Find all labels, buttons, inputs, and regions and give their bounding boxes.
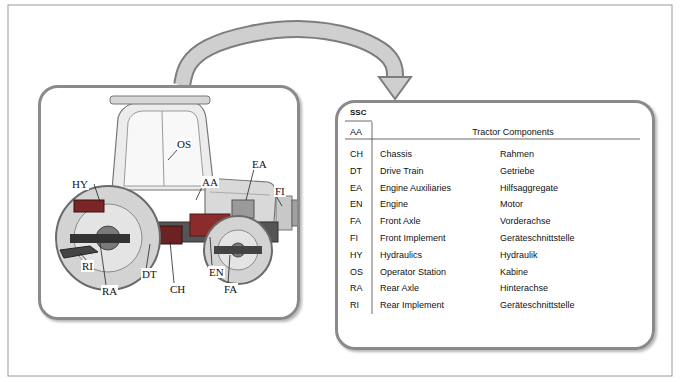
callout-label: OS [176,138,192,150]
table-cell: Chassis [380,150,412,160]
table-cell: Hinterachse [500,284,548,294]
table-header: Tractor Components [338,128,652,138]
callout-label: FI [274,185,286,197]
callout-label: FA [223,283,238,295]
callout-label: EA [251,158,268,170]
outer-frame [8,5,672,376]
table-cell: FA [350,217,361,227]
callout-label: CH [169,283,186,295]
table-cell: RI [350,301,359,311]
table-header: SSC [350,109,366,118]
arrow-outline [182,29,395,85]
table-cell: FI [350,234,358,244]
table-cell: Vorderachse [500,217,551,227]
table-cell: Front Implement [380,234,446,244]
table-header: AA [350,128,362,138]
table-cell: Engine [380,200,408,210]
table-cell: Getriebe [500,167,535,177]
callout-label: RI [81,260,94,272]
leader-lines [80,149,282,285]
table-cell: DT [350,167,362,177]
table-cell: Rahmen [500,150,534,160]
callout-label: RA [101,285,118,297]
table-rules [345,121,640,314]
table-cell: Motor [500,200,523,210]
legend-table-panel: SSC AATractor ComponentsCH Chassis RahmenDT… [335,100,655,350]
callout-label: DT [141,268,158,280]
table-cell: Engine Auxiliaries [380,184,451,194]
table-cell: Kabine [500,268,528,278]
tractor-drawing [56,96,298,290]
callout-label: HY [71,178,89,190]
curved-arrow [182,29,411,99]
table-cell: Geräteschnittstelle [500,234,575,244]
callout-label: AA [201,176,219,188]
table-cell: Rear Implement [380,301,444,311]
table-cell: Operator Station [380,268,446,278]
callout-label: EN [208,266,225,278]
illustration-panel: OS AA EA HY FI RI RA DT CH EN FA [38,85,300,320]
table-cell: HY [350,251,363,261]
table-cell: Hilfsaggregate [500,184,558,194]
table-cell: EA [350,184,362,194]
table-cell: RA [350,284,363,294]
table-cell: EN [350,200,363,210]
table-cell: OS [350,268,363,278]
table-cell: Geräteschnittstelle [500,301,575,311]
table-cell: Drive Train [380,167,424,177]
arrow-body [182,29,395,85]
arrow-head [379,77,411,99]
table-cell: Front Axle [380,217,421,227]
table-cell: CH [350,150,363,160]
table-cell: Hydraulik [500,251,538,261]
table-cell: Hydraulics [380,251,422,261]
table-cell: Rear Axle [380,284,419,294]
